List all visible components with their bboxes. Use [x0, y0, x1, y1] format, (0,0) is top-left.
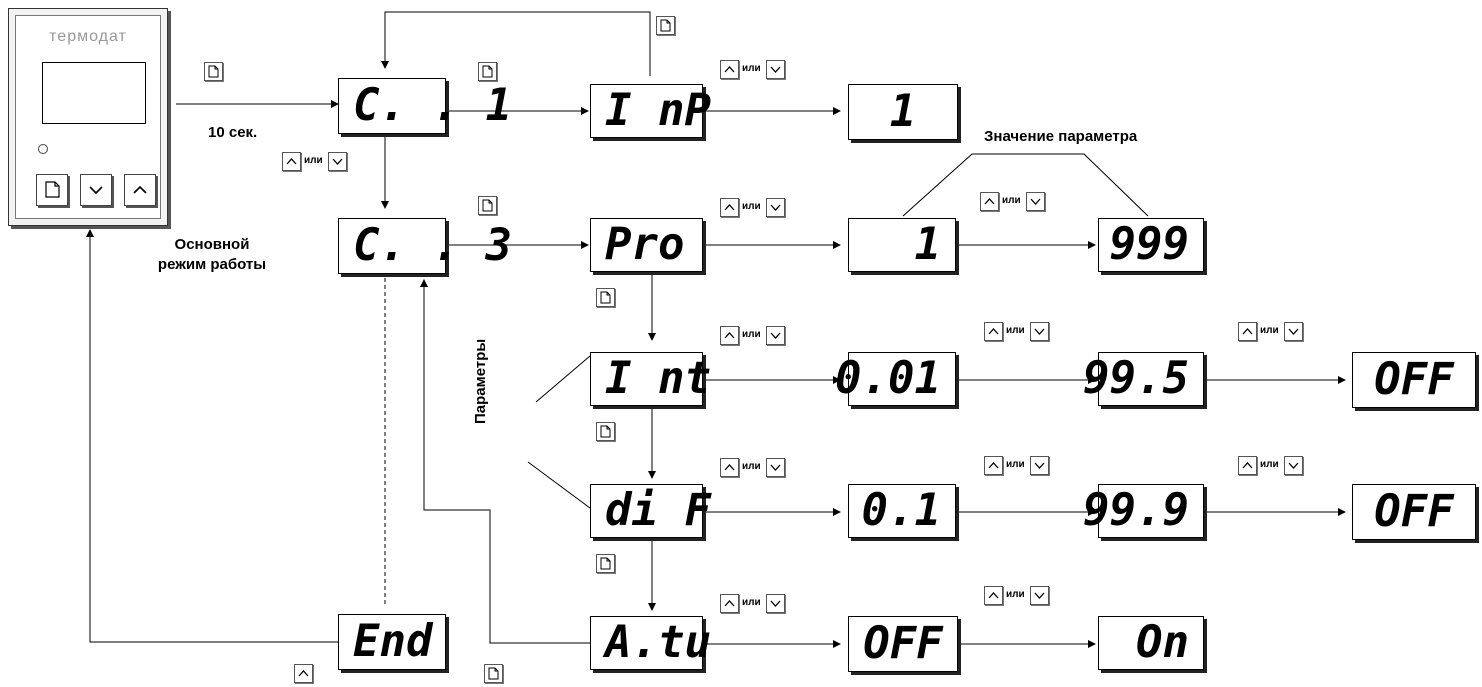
down-arrow-icon — [89, 186, 103, 195]
or-label: или — [742, 201, 761, 212]
or-label: или — [1260, 459, 1279, 470]
program-key-icon — [204, 62, 223, 81]
up-key-icon — [984, 322, 1003, 341]
display-dif-min: 0.1 — [848, 484, 956, 538]
program-key-icon — [484, 664, 503, 683]
display-dif: di F — [590, 484, 711, 538]
param-value-label: Значение параметра — [984, 128, 1138, 145]
program-key-icon — [596, 288, 615, 307]
or-label: или — [742, 461, 761, 472]
or-label: или — [1006, 325, 1025, 336]
up-or-down-hint: или — [1238, 456, 1328, 476]
up-key-icon — [980, 192, 999, 211]
program-key-icon — [656, 16, 675, 35]
up-key-icon — [1238, 456, 1257, 475]
up-or-down-hint: или — [720, 60, 810, 80]
device-led — [38, 144, 48, 154]
down-key-icon — [1030, 322, 1049, 341]
up-key-icon — [1238, 322, 1257, 341]
or-label: или — [742, 329, 761, 340]
display-inp: I nP — [590, 84, 711, 138]
device-brand: термодат — [49, 28, 127, 45]
or-label: или — [1260, 325, 1279, 336]
display-int-off: OFF — [1352, 352, 1476, 408]
down-key-icon — [766, 60, 785, 79]
device-up-key[interactable] — [124, 174, 156, 206]
up-or-down-hint: или — [984, 456, 1074, 476]
params-label: Параметры — [472, 338, 489, 424]
up-key-icon — [282, 152, 301, 171]
program-key-icon — [478, 62, 497, 81]
up-or-down-hint: или — [282, 152, 372, 172]
up-or-down-hint: или — [1238, 322, 1328, 342]
down-key-icon — [328, 152, 347, 171]
display-atu-off: OFF — [848, 616, 958, 672]
down-key-icon — [1284, 456, 1303, 475]
down-key-icon — [1284, 322, 1303, 341]
up-key-icon — [720, 326, 739, 345]
display-pro-min: 1 — [848, 218, 956, 272]
program-key-icon — [596, 554, 615, 573]
main-mode-label-line2: режим работы — [157, 256, 267, 273]
up-or-down-hint: или — [720, 458, 810, 478]
down-key-icon — [1030, 586, 1049, 605]
or-label: или — [1006, 459, 1025, 470]
up-key-icon — [720, 458, 739, 477]
display-c3: С. . 3 — [338, 218, 512, 274]
up-key-icon — [984, 456, 1003, 475]
display-inp-value: 1 — [848, 84, 958, 140]
up-or-down-hint: или — [720, 326, 810, 346]
up-or-down-hint: или — [720, 198, 810, 218]
up-key-icon — [720, 594, 739, 613]
device-down-key[interactable] — [80, 174, 112, 206]
down-key-icon — [766, 326, 785, 345]
up-key-icon — [984, 586, 1003, 605]
up-or-down-hint: или — [984, 586, 1074, 606]
main-mode-label-line1: Основной — [174, 236, 250, 253]
down-key-icon — [1030, 456, 1049, 475]
or-label: или — [304, 155, 323, 166]
program-key-icon — [478, 196, 497, 215]
display-atu: A.tu — [590, 616, 711, 670]
down-key-icon — [766, 198, 785, 217]
ten-sec-label: 10 сек. — [208, 124, 258, 141]
or-label: или — [742, 597, 761, 608]
device-screen — [42, 62, 146, 124]
or-label: или — [1006, 589, 1025, 600]
or-label: или — [742, 63, 761, 74]
up-arrow-icon — [133, 185, 147, 194]
display-int: I nt — [590, 352, 711, 406]
display-c1: С. . 1 — [338, 78, 512, 134]
display-int-max: 99.5 — [1083, 352, 1204, 406]
display-atu-on: On — [1098, 616, 1204, 670]
program-key-icon — [45, 181, 60, 198]
display-pro-max: 999 — [1098, 218, 1204, 272]
up-key-icon — [720, 198, 739, 217]
program-key-icon — [596, 422, 615, 441]
display-dif-max: 99.9 — [1083, 484, 1204, 538]
down-key-icon — [766, 594, 785, 613]
up-or-down-hint: или — [984, 322, 1074, 342]
display-end: End — [338, 614, 446, 670]
up-key-icon — [720, 60, 739, 79]
display-pro: Pro — [590, 218, 703, 272]
or-label: или — [1002, 195, 1021, 206]
thermodat-device: термодат — [8, 8, 168, 226]
up-or-down-hint: или — [720, 594, 810, 614]
up-key-icon — [294, 664, 313, 683]
down-key-icon — [766, 458, 785, 477]
device-program-key[interactable] — [36, 174, 68, 206]
display-dif-off: OFF — [1352, 484, 1476, 540]
down-key-icon — [1026, 192, 1045, 211]
device-front-panel: термодат — [15, 15, 161, 219]
up-or-down-hint: или — [980, 192, 1070, 212]
display-int-min: 0.01 — [835, 352, 956, 406]
